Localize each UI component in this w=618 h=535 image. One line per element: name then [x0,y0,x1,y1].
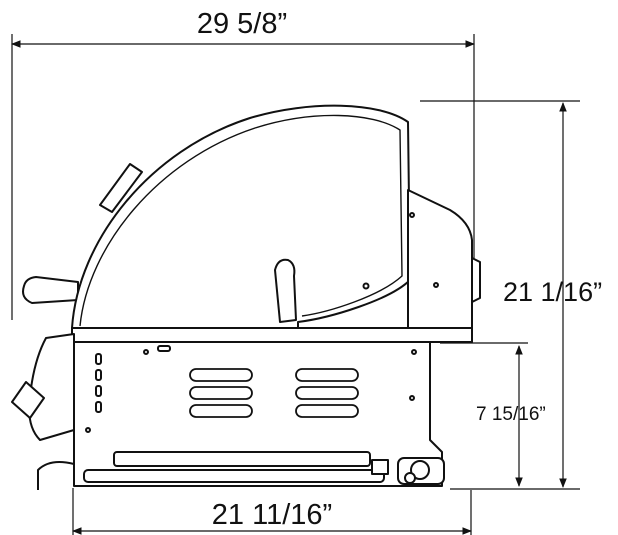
side-slot-4 [95,401,102,413]
firebox-screw-4 [409,395,415,401]
dimension-right-label: 21 1/16” [503,277,602,307]
dimension-cart-label: 7 15/16” [476,404,546,425]
panel-screw-2 [433,282,439,288]
lid-vent [99,163,143,213]
control-panel [407,189,473,331]
lid-handle [274,258,297,323]
vent-louvers-right [295,368,359,418]
firebox-screw-1 [143,349,149,355]
side-slot-2 [95,369,102,381]
side-slot-1 [95,353,102,365]
drip-pan [83,469,385,483]
lid-screw [362,282,370,290]
firebox-rim [71,327,473,343]
dimension-right-group [420,100,580,490]
firebox-screw-3 [85,427,91,433]
control-knob [471,257,481,303]
firebox-tab [157,345,171,352]
lid [71,104,411,329]
dimension-top-group [11,34,475,320]
side-slot-3 [95,385,102,397]
dimension-top-label: 29 5/8” [197,8,287,40]
rear-tray [28,333,75,441]
rear-hook [37,461,75,490]
dimension-bottom-label: 21 11/16” [212,499,332,531]
lid-inner-contour [79,114,403,327]
panel-screw [409,212,415,218]
rear-handle-bar [22,276,79,304]
gas-valve [371,457,445,485]
rear-tray-knob [11,381,45,419]
grill-drawing [11,104,481,490]
firebox-screw-2 [411,349,417,355]
vent-louvers-left [189,368,253,418]
dimension-bottom-group [72,488,472,535]
burner-tube [113,451,371,467]
